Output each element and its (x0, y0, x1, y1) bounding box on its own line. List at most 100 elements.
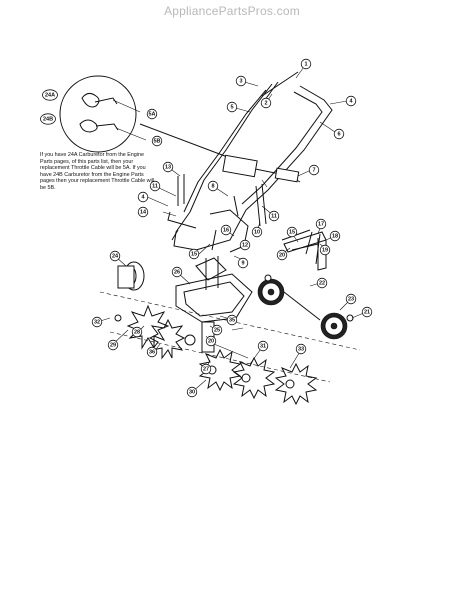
callout-number: 35 (229, 317, 235, 323)
callout-bubble (107, 339, 119, 351)
callout-c21: 21 (361, 306, 373, 318)
front-wheel (117, 261, 145, 291)
callout-bubble (220, 224, 232, 236)
callout-c19: 19 (319, 244, 331, 256)
callout-bubble (207, 180, 219, 192)
callout-c18: 18 (329, 230, 341, 242)
callout-number: 16 (223, 227, 229, 233)
callout-number: 14 (140, 209, 147, 215)
callout-number: 21 (364, 309, 370, 315)
callout-bubble (137, 206, 149, 218)
callout-c20b: 20 (205, 335, 217, 347)
callout-bubble (329, 230, 341, 242)
callout-c26: 26 (171, 266, 183, 278)
callout-number: 19 (322, 247, 328, 253)
callout-number: 2 (264, 100, 267, 106)
callout-bubble (226, 101, 238, 113)
callout-c17: 17 (315, 218, 327, 230)
callout-bubble (149, 180, 161, 192)
callout-bubble (131, 326, 143, 338)
callout-c13: 13 (162, 161, 174, 173)
callout-bubble (316, 277, 328, 289)
callout-c35: 35 (226, 314, 238, 326)
callout-leaders (96, 63, 367, 393)
callout-c2: 2 (260, 97, 272, 109)
callout-c7: 7 (308, 164, 320, 176)
callout-number: 17 (318, 221, 324, 227)
callout-c30: 30 (186, 386, 198, 398)
callout-bubble (319, 244, 331, 256)
callout-c29: 29 (107, 339, 119, 351)
callout-c24B: 24B (40, 113, 56, 125)
callout-c5A: 5A (146, 108, 158, 120)
callout-number: 4 (141, 194, 145, 200)
watermark-text: AppliancePartsPros.com (164, 4, 300, 18)
callout-c4a: 4 (345, 95, 357, 107)
callout-c15a: 15 (188, 248, 200, 260)
callout-bubble (171, 266, 183, 278)
callout-number: 36 (149, 349, 155, 355)
callout-bubble (91, 316, 103, 328)
callout-bubble (188, 248, 200, 260)
callout-c1: 1 (300, 58, 312, 70)
carburetor-inset (59, 75, 147, 153)
callout-bubble (308, 164, 320, 176)
callout-bubble (237, 257, 249, 269)
callout-c27: 27 (200, 363, 212, 375)
callout-c31: 31 (257, 340, 269, 352)
callout-c11b: 11 (268, 210, 280, 222)
callout-c20a: 20 (276, 249, 288, 261)
callout-c24A: 24A (42, 89, 58, 101)
callout-c33: 33 (295, 343, 307, 355)
callout-c9: 9 (237, 257, 249, 269)
callout-number: 20 (279, 252, 285, 258)
callout-number: 13 (165, 164, 171, 170)
callout-number: 7 (312, 167, 315, 173)
callout-bubble (40, 113, 56, 125)
callout-c8: 8 (207, 180, 219, 192)
callout-number: 24B (43, 116, 53, 122)
callout-c14: 14 (137, 206, 149, 218)
callout-number: 5 (230, 104, 233, 110)
callout-number: 1 (304, 61, 307, 67)
callout-bubble (276, 249, 288, 261)
callout-bubble (200, 363, 212, 375)
callout-number: 10 (254, 229, 260, 235)
callout-bubble (137, 191, 149, 203)
callout-c23: 23 (345, 293, 357, 305)
callout-number: 32 (94, 319, 100, 325)
callout-bubble (260, 97, 272, 109)
callout-c11a: 11 (149, 180, 161, 192)
callout-bubble (286, 226, 298, 238)
callout-c4b: 4 (137, 191, 149, 203)
callout-c15b: 15 (286, 226, 298, 238)
callout-c5B: 5B (151, 135, 163, 147)
callout-number: 24A (45, 92, 55, 98)
callout-bubble (235, 75, 247, 87)
callout-bubble (315, 218, 327, 230)
callout-c6: 6 (333, 128, 345, 140)
callout-c28: 28 (131, 326, 143, 338)
callout-bubble (333, 128, 345, 140)
callout-number: 30 (189, 389, 195, 395)
callout-bubble (186, 386, 198, 398)
callout-number: 31 (260, 343, 266, 349)
callout-bubble (146, 346, 158, 358)
handle-assembly (167, 71, 333, 253)
callout-number: 18 (332, 233, 338, 239)
callout-number: 6 (337, 131, 340, 137)
callout-c12: 12 (239, 239, 251, 251)
callout-c5: 5 (226, 101, 238, 113)
drive-wheel-left (257, 278, 285, 306)
callout-bubble (300, 58, 312, 70)
callout-number: 8 (211, 183, 214, 189)
callout-number: 15 (289, 229, 295, 235)
callout-bubble (251, 226, 263, 238)
callout-number: 28 (134, 329, 140, 335)
callout-number: 29 (110, 342, 116, 348)
callout-number: 5A (148, 111, 155, 117)
callout-number: 9 (241, 260, 244, 266)
callout-number: 11 (271, 213, 277, 219)
callout-number: 20 (208, 338, 214, 344)
